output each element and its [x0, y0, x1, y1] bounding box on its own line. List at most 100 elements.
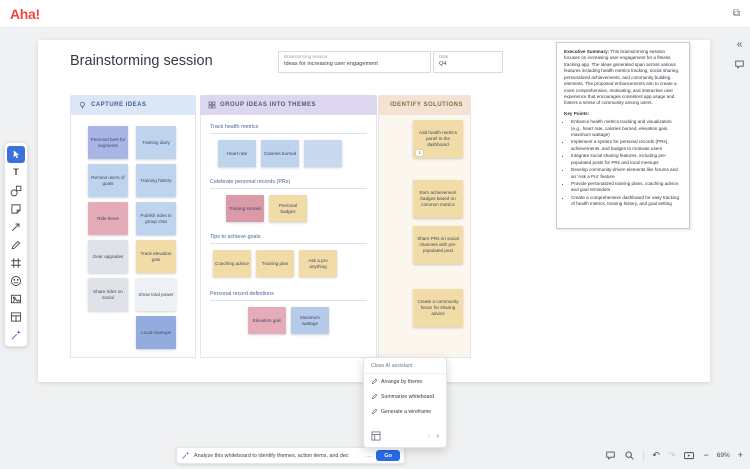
more-options-icon[interactable]: … [365, 452, 373, 459]
sticky-note[interactable]: Calories burned [261, 140, 299, 167]
zoom-out-icon[interactable]: − [703, 450, 709, 460]
summary-key-title: Key Points: [564, 110, 590, 116]
column-body[interactable]: Personal best for segments Training diar… [70, 115, 196, 358]
summary-bullet: Provide personalized training plans, coa… [571, 181, 682, 194]
sticky-note[interactable]: Local meetups [136, 316, 176, 349]
sticky-note-tool-icon[interactable] [7, 200, 25, 217]
zoom-level[interactable]: 69% [716, 452, 730, 459]
lightbulb-icon [80, 101, 85, 109]
summary-exec-body: This brainstorming session focuses on in… [564, 49, 680, 106]
present-icon[interactable] [683, 450, 695, 462]
sticky-note[interactable]: Elevation gain [248, 307, 286, 334]
open-external-icon[interactable]: ⧉ [732, 8, 740, 19]
ai-prompt-input[interactable]: Analyze this whiteboard to identify them… [194, 452, 349, 459]
sticky-note[interactable]: Ask a pro anything [299, 250, 337, 277]
sticky-note[interactable]: Training history [136, 164, 176, 197]
note-count-badge[interactable]: 1 [416, 149, 424, 156]
column-header[interactable]: CAPTURE IDEAS [70, 95, 196, 115]
meta-value: Q4 [439, 60, 447, 67]
whiteboard-canvas[interactable]: Brainstorming session Brainstorming sess… [0, 28, 750, 469]
theme-section-title[interactable]: Tips to achieve goals [210, 232, 367, 244]
executive-summary-card[interactable]: Executive Summary: This brainstorming se… [556, 42, 690, 229]
sticky-note[interactable]: Personal badges [269, 195, 307, 222]
pen-tool-icon[interactable] [7, 236, 25, 253]
sticky-note[interactable]: Track elevation gain [136, 240, 176, 273]
meta-value: Ideas for increasing user engagement [284, 60, 378, 67]
whiteboard-title: Brainstorming session [70, 53, 213, 69]
top-bar: Aha! ⧉ [0, 0, 750, 28]
column-body[interactable]: Add health metrics panel to the dashboar… [378, 115, 471, 358]
meta-label: Date [439, 54, 449, 59]
next-page-icon[interactable]: › [436, 431, 439, 440]
sticky-note[interactable]: Remind users of goals [88, 164, 128, 197]
sticky-note[interactable]: Training diary [136, 126, 176, 159]
ai-menu-footer: ‹ › [364, 426, 446, 447]
right-rail: « [734, 40, 745, 70]
meta-field-date[interactable]: Date Q4 [433, 51, 503, 73]
select-tool-icon[interactable] [7, 146, 25, 163]
theme-section: Celebrate personal records (PRs) Trainin… [210, 177, 367, 222]
pencil-icon [371, 393, 378, 400]
comment-icon[interactable] [605, 450, 616, 461]
ai-assist-tool-icon[interactable] [7, 326, 25, 343]
sticky-note[interactable]: Show total power [136, 278, 176, 311]
prev-page-icon[interactable]: ‹ [427, 431, 431, 440]
close-ai-assistant[interactable]: Close AI assistant [364, 358, 446, 374]
sticky-note[interactable]: Training streaks [226, 195, 264, 222]
theme-section: Personal record definitions Elevation ga… [210, 289, 367, 334]
menu-item-arrange-by-theme[interactable]: Arrange by theme [364, 374, 446, 389]
frame-tool-icon[interactable] [7, 254, 25, 271]
grid-icon [208, 101, 216, 109]
sticky-note[interactable]: Share rides on social [88, 278, 128, 311]
table-tool-icon[interactable] [7, 308, 25, 325]
emoji-tool-icon[interactable] [7, 272, 25, 289]
aha-logo[interactable]: Aha! [10, 5, 40, 22]
image-tool-icon[interactable] [7, 290, 25, 307]
ai-assistant-menu: Close AI assistant Arrange by theme Summ… [363, 357, 447, 448]
column-capture-ideas[interactable]: CAPTURE IDEAS Personal best for segments… [70, 95, 196, 358]
menu-item-summarize-whiteboard[interactable]: Summarize whiteboard [364, 389, 446, 404]
sticky-note[interactable]: Add health metrics panel to the dashboar… [413, 120, 463, 158]
sticky-note[interactable] [304, 140, 342, 167]
theme-section-title[interactable]: Celebrate personal records (PRs) [210, 177, 367, 189]
whiteboard-sheet[interactable]: Brainstorming session Brainstorming sess… [38, 40, 710, 382]
theme-section-title[interactable]: Personal record definitions [210, 289, 367, 301]
search-icon[interactable] [624, 450, 635, 461]
summary-bullet: Integrate social sharing features, inclu… [571, 153, 682, 166]
sticky-note[interactable]: Earn achievement badges based on common … [413, 180, 463, 218]
text-tool-icon[interactable]: T [13, 167, 19, 177]
sticky-note[interactable]: Publish rides in group chat [136, 202, 176, 235]
undo-icon[interactable]: ↶ [652, 450, 660, 460]
theme-section-title[interactable]: Track health metrics [210, 122, 367, 134]
sticky-note[interactable]: Ride times [88, 202, 128, 235]
redo-icon[interactable]: ↷ [667, 450, 676, 460]
pencil-icon [371, 378, 378, 385]
connector-tool-icon[interactable] [7, 218, 25, 235]
comment-icon[interactable] [734, 59, 745, 70]
column-title: CAPTURE IDEAS [91, 102, 147, 108]
meta-field-session[interactable]: Brainstorming session Ideas for increasi… [278, 51, 431, 73]
collapse-panel-icon[interactable]: « [736, 39, 743, 50]
sticky-note[interactable]: Create a community forum for sharing adv… [413, 289, 463, 327]
go-button[interactable]: Go [376, 450, 400, 461]
sticky-note[interactable]: Gear upgrades [88, 240, 128, 273]
sticky-note[interactable]: Training plan [256, 250, 294, 277]
magic-wand-icon [182, 451, 190, 459]
wireframe-layout-icon[interactable] [371, 431, 381, 441]
sticky-note[interactable]: Coaching advice [213, 250, 251, 277]
sticky-note[interactable]: Share PRs on social channels with pre-po… [413, 226, 463, 264]
shape-tool-icon[interactable] [7, 182, 25, 199]
pencil-icon [371, 408, 378, 415]
column-title: IDENTIFY SOLUTIONS [390, 102, 463, 108]
menu-item-generate-wireframe[interactable]: Generate a wireframe [364, 404, 446, 419]
column-header[interactable]: IDENTIFY SOLUTIONS [378, 95, 471, 115]
column-group-themes[interactable]: GROUP IDEAS INTO THEMES Track health met… [200, 95, 377, 358]
column-body[interactable]: Track health metrics Heart rate Calories… [200, 115, 377, 358]
sticky-note[interactable]: Maximum wattage [291, 307, 329, 334]
theme-section: Tips to achieve goals Coaching advice Tr… [210, 232, 367, 277]
zoom-in-icon[interactable]: + [737, 450, 743, 460]
sticky-note[interactable]: Heart rate [218, 140, 256, 167]
sticky-note[interactable]: Personal best for segments [88, 126, 128, 159]
column-identify-solutions[interactable]: IDENTIFY SOLUTIONS Add health metrics pa… [378, 95, 471, 358]
column-header[interactable]: GROUP IDEAS INTO THEMES [200, 95, 377, 115]
